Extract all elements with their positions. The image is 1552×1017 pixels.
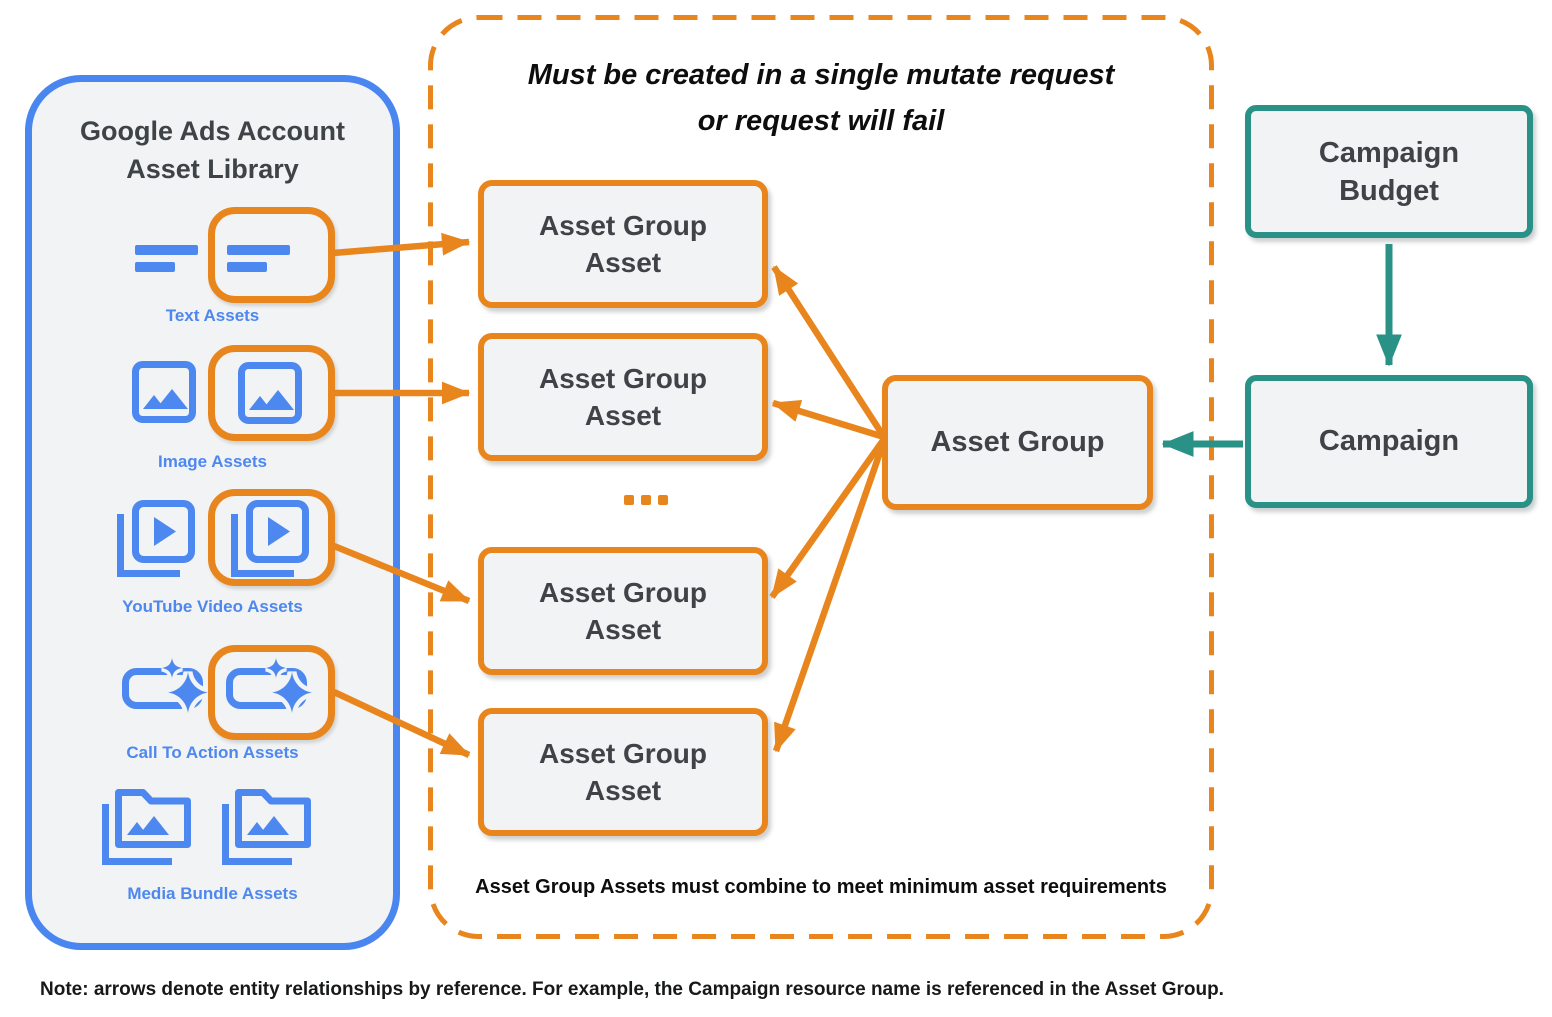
footnote: Note: arrows denote entity relationships… <box>40 979 1224 1000</box>
arrow-asset-group-to-box4 <box>772 439 888 753</box>
asset-group-asset-box: Asset Group Asset <box>478 180 768 308</box>
asset-group-asset-box: Asset Group Asset <box>478 547 768 675</box>
campaign-budget-label-line1: Campaign <box>1318 136 1460 169</box>
arrow-asset-group-to-box1 <box>771 265 887 439</box>
asset-group-asset-label-line1: Asset Group <box>538 363 708 394</box>
asset-requirements-note: Asset Group Assets must combine to meet … <box>475 876 1167 898</box>
youtube-video-icon <box>231 500 309 577</box>
asset-group-asset-label-line1: Asset Group <box>538 738 708 769</box>
asset-type-label: YouTube Video Assets <box>122 597 303 616</box>
selected-asset-highlight-box <box>208 645 335 740</box>
media-bundle-icon <box>102 789 191 865</box>
image-icon <box>238 362 302 424</box>
image-icon <box>132 361 196 423</box>
selected-asset-highlight-box <box>208 207 335 303</box>
mutate-request-title-line1: Must be created in a single mutate reque… <box>527 59 1115 91</box>
asset-library-title-line2: Asset Library <box>126 154 299 184</box>
call-to-action-icon <box>122 658 209 714</box>
campaign-box: Campaign <box>1245 375 1533 508</box>
asset-type-label: Call To Action Assets <box>126 743 299 762</box>
asset-library-title-line1: Google Ads Account <box>79 116 345 146</box>
call-to-action-icon <box>226 658 313 714</box>
asset-group-asset-box: Asset Group Asset <box>478 708 768 836</box>
selected-asset-highlight-box <box>208 345 335 441</box>
asset-group-box: Asset Group <box>882 375 1153 510</box>
text-lines-icon <box>135 245 198 272</box>
asset-type-label: Text Assets <box>165 306 260 325</box>
asset-group-asset-label-line1: Asset Group <box>538 577 708 608</box>
asset-group-label: Asset Group <box>930 426 1105 458</box>
asset-library-title: Google Ads Account Asset Library <box>25 112 400 188</box>
campaign-label: Campaign <box>1318 425 1460 457</box>
asset-group-asset-label-line2: Asset <box>584 614 662 645</box>
mutate-request-title-line2: or request will fail <box>697 105 945 137</box>
mutate-request-title: Must be created in a single mutate reque… <box>430 52 1212 144</box>
asset-group-asset-label-line1: Asset Group <box>538 210 708 241</box>
arrow-asset-group-to-box2 <box>771 399 885 441</box>
campaign-budget-label-line2: Budget <box>1339 174 1439 207</box>
campaign-budget-box: Campaign Budget <box>1245 105 1533 238</box>
youtube-video-icon <box>117 500 195 577</box>
asset-group-asset-box: Asset Group Asset <box>478 333 768 461</box>
arrow-asset-group-to-box3 <box>769 437 887 599</box>
text-lines-icon <box>227 245 290 272</box>
media-bundle-icon <box>222 789 311 865</box>
selected-asset-highlight-box <box>208 489 335 586</box>
asset-type-label: Media Bundle Assets <box>127 884 298 903</box>
asset-group-asset-label-line2: Asset <box>584 400 662 431</box>
asset-group-asset-label-line2: Asset <box>584 247 662 278</box>
asset-group-asset-label-line2: Asset <box>584 775 662 806</box>
asset-type-label: Image Assets <box>158 452 267 471</box>
